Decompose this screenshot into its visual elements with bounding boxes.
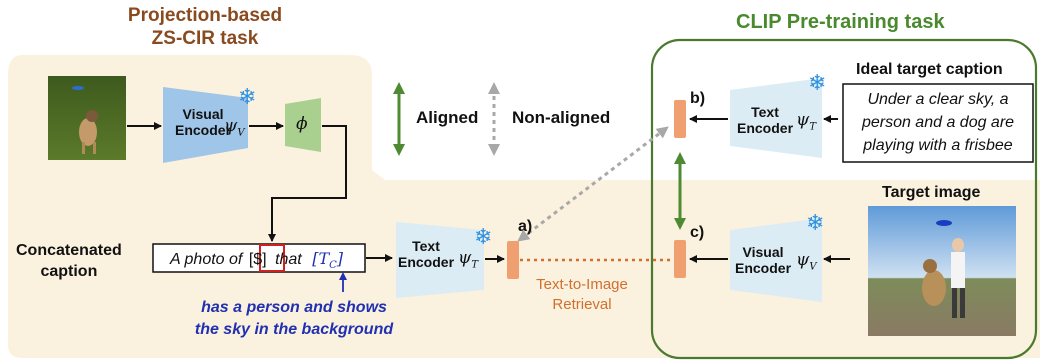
caption-token: [$] xyxy=(248,251,267,268)
text-encoder-left-symbol: ψT xyxy=(458,248,479,271)
phi-projection xyxy=(285,98,321,152)
concat-caption-label: Concatenated caption xyxy=(16,242,122,280)
text-encoder-left-label: Text Encoder xyxy=(398,238,455,270)
aligned-label: Aligned xyxy=(416,108,479,127)
embedding-a xyxy=(507,241,519,279)
non-aligned-label: Non-aligned xyxy=(512,108,611,127)
text-encoder-left xyxy=(396,222,484,298)
arrow-phi-to-token xyxy=(268,125,347,242)
text-encoder-right-symbol: ψT xyxy=(796,110,817,133)
retrieval-label: Text-to-Image Retrieval xyxy=(536,276,628,313)
label-a: a) xyxy=(518,218,533,235)
target-image xyxy=(868,206,1016,336)
visual-encoder-right-label: Visual Encoder xyxy=(735,244,792,276)
phi-symbol: ϕ xyxy=(296,114,308,134)
label-c: c) xyxy=(690,224,705,241)
snowflake-icon: ❄ xyxy=(808,70,827,95)
ideal-caption-text: Under a clear sky, a person and a dog ar… xyxy=(861,91,1015,154)
concat-caption-text: A photo of [$] that [TC] xyxy=(170,249,343,271)
caption-slot: [TC] xyxy=(312,249,344,272)
snowflake-icon: ❄ xyxy=(474,224,493,249)
fill-description: has a person and shows the sky in the ba… xyxy=(194,299,394,338)
caption-mid: that xyxy=(275,251,302,268)
left-title: Projection-based ZS-CIR task xyxy=(127,5,283,49)
ideal-caption-title: Ideal target caption xyxy=(856,61,1003,78)
text-encoder-right xyxy=(730,78,822,158)
non-aligned-a-b-arrow xyxy=(517,126,669,242)
visual-encoder-left-symbol: ψV xyxy=(224,116,245,139)
query-image xyxy=(48,76,126,160)
visual-encoder-right-symbol: ψV xyxy=(796,250,817,273)
snowflake-icon: ❄ xyxy=(238,84,257,109)
label-b: b) xyxy=(690,90,706,107)
right-title: CLIP Pre-training task xyxy=(736,11,945,33)
visual-encoder-left-label: Visual Encoder xyxy=(175,106,232,138)
target-image-title: Target image xyxy=(882,184,981,201)
visual-encoder-left xyxy=(163,87,248,163)
token-highlight xyxy=(259,244,285,272)
visual-encoder-right xyxy=(730,218,822,302)
snowflake-icon: ❄ xyxy=(806,210,825,235)
text-encoder-right-label: Text Encoder xyxy=(737,104,794,136)
embedding-c xyxy=(674,240,686,278)
caption-prefix: A photo of xyxy=(170,251,243,268)
ideal-caption-box xyxy=(842,83,1034,163)
embedding-b xyxy=(674,100,686,138)
